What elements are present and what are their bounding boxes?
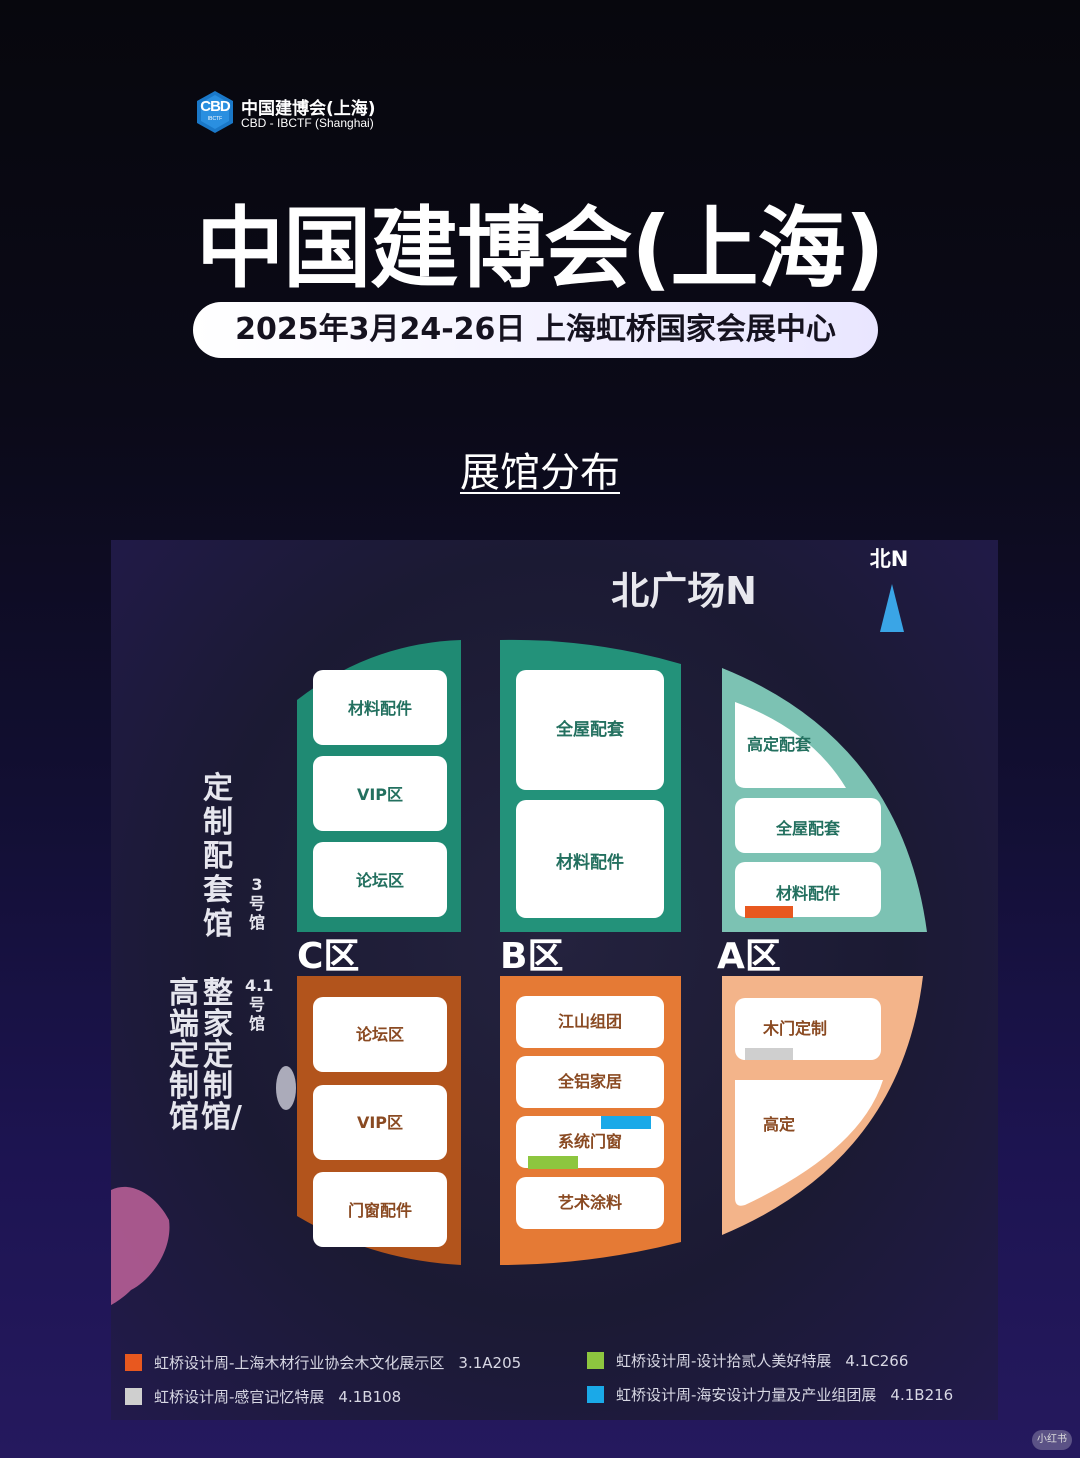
booth-b-north-2 [516, 800, 664, 918]
north-arrow-icon [880, 584, 904, 632]
booth-label: 门窗配件 [348, 1201, 412, 1220]
whole-home-hall-number: 4.1号馆 [245, 976, 274, 1033]
custom-hall-number: 3号馆 [248, 875, 265, 932]
logo-name-cn: 中国建博会(上海) [241, 99, 376, 119]
north-plaza-label: 北广场N [611, 569, 757, 613]
legend-item: 虹桥设计周-海安设计力量及产业组团展 4.1B216 [587, 1384, 953, 1405]
decorative-flower-shape [111, 1186, 170, 1305]
legend-swatch [587, 1386, 604, 1403]
zone-b-label: B区 [500, 936, 563, 977]
booth-label: 江山组团 [558, 1012, 622, 1031]
zone-c-label: C区 [297, 936, 359, 977]
booth-a-north-1 [735, 702, 846, 788]
booth-label: 木门定制 [762, 1019, 827, 1038]
custom-hall-name: 定制配套馆 [203, 771, 233, 942]
whole-home-hall-name: 整家定制馆/ [201, 976, 242, 1135]
cbd-logo: CBD IBCTF 中国建博会(上海) CBD - IBCTF (Shangha… [195, 90, 395, 136]
booth-label: 全屋配套 [775, 819, 841, 838]
legend-item: 虹桥设计周-感官记忆特展 4.1B108 [125, 1386, 401, 1407]
legend-code: 3.1A205 [458, 1354, 522, 1372]
booth-a-south-2 [735, 1080, 883, 1206]
booth-label: 艺术涂料 [558, 1193, 622, 1212]
legend-code: 4.1B216 [890, 1386, 954, 1404]
booth-label: 材料配件 [556, 852, 624, 873]
high-end-hall-name: 高端定制馆 [169, 976, 199, 1135]
booth-b-south-4 [516, 1177, 664, 1229]
date-venue-badge: 2025年3月24-26日 上海虹桥国家会展中心 [193, 302, 878, 358]
legend-code: 4.1C266 [845, 1352, 909, 1370]
booth-c-south-3 [313, 1172, 447, 1247]
legend-swatch [125, 1388, 142, 1405]
logo-name-en: CBD - IBCTF (Shanghai) [241, 116, 374, 130]
booth-label: 高定配套 [747, 735, 812, 754]
booth-label: 论坛区 [356, 1025, 404, 1044]
booth-label: 全屋配套 [555, 719, 625, 740]
booth-label: VIP区 [357, 785, 403, 804]
booth-b-south-2 [516, 1056, 664, 1108]
section-title: 展馆分布 [0, 440, 1080, 498]
marker-c266 [528, 1156, 578, 1169]
legend-item: 虹桥设计周-上海木材行业协会木文化展示区 3.1A205 [125, 1352, 521, 1373]
legend-code: 4.1B108 [338, 1388, 402, 1406]
legend-item: 虹桥设计周-设计拾贰人美好特展 4.1C266 [587, 1350, 908, 1371]
booth-label: VIP区 [357, 1113, 403, 1132]
booth-label: 论坛区 [356, 871, 404, 890]
booth-c-south-2 [313, 1085, 447, 1160]
booth-c-north-3 [313, 842, 447, 917]
booth-label: 材料配件 [348, 699, 412, 718]
legend-swatch [587, 1352, 604, 1369]
marker-b108 [745, 1048, 793, 1060]
section-title-text: 展馆分布 [460, 450, 620, 496]
booth-b-north-1 [516, 670, 664, 790]
legend-label: 虹桥设计周-海安设计力量及产业组团展 [616, 1386, 877, 1404]
booth-b-south-1 [516, 996, 664, 1048]
cbd-hexagon-icon [197, 91, 233, 133]
decorative-figure-shape [276, 1066, 296, 1110]
watermark-badge: 小红书 [1032, 1430, 1072, 1450]
legend-label: 虹桥设计周-上海木材行业协会木文化展示区 [154, 1354, 445, 1372]
booth-c-south-1 [313, 997, 447, 1072]
hall-map: 北广场N 北N 材料配件 VIP区 论坛区 全屋配套 材料配件 高定配套 全屋配… [111, 540, 998, 1420]
marker-b216 [601, 1116, 651, 1129]
booth-label: 全铝家居 [557, 1072, 622, 1091]
booth-c-north-1 [313, 670, 447, 745]
zone-a-label: A区 [717, 936, 781, 977]
booth-a-north-2 [735, 798, 881, 853]
logo-mark-sub: IBCTF [207, 116, 223, 122]
booth-label: 高定 [763, 1115, 795, 1134]
booth-c-north-2 [313, 756, 447, 831]
hall-map-svg: 北广场N 北N 材料配件 VIP区 论坛区 全屋配套 材料配件 高定配套 全屋配… [111, 547, 927, 1305]
booth-a-south-1 [735, 998, 881, 1060]
booth-label: 材料配件 [776, 884, 840, 903]
legend-label: 虹桥设计周-感官记忆特展 [154, 1388, 325, 1406]
legend-swatch [125, 1354, 142, 1371]
page-title: 中国建博会(上海) [196, 197, 884, 300]
compass-label: 北N [870, 547, 909, 571]
legend-label: 虹桥设计周-设计拾贰人美好特展 [616, 1352, 832, 1370]
booth-label: 系统门窗 [558, 1132, 622, 1151]
logo-mark: CBD [200, 98, 231, 115]
marker-a205 [745, 906, 793, 918]
booth-a-north-3 [735, 862, 881, 917]
